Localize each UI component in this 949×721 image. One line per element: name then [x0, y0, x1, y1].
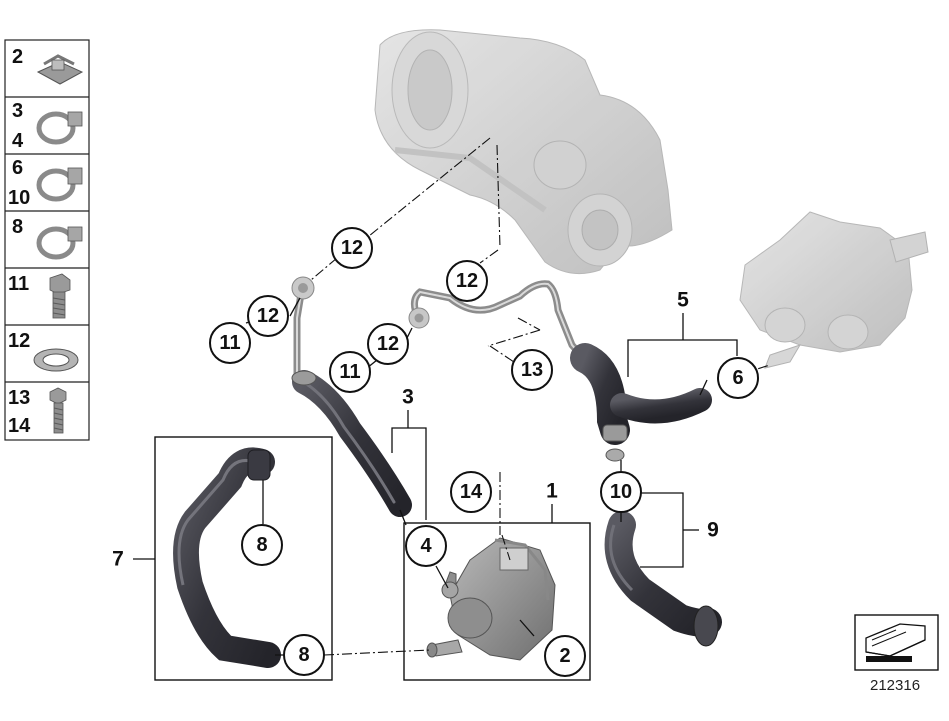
callout-14[interactable]: 14 — [450, 471, 492, 513]
svg-text:11: 11 — [219, 332, 240, 354]
callout-13[interactable]: 13 — [511, 349, 553, 391]
svg-text:8: 8 — [298, 644, 309, 666]
label-1: 1 — [546, 480, 558, 503]
group-box-1 — [403, 522, 591, 681]
legend-number: 10 — [8, 187, 30, 209]
callouts: 12 12 12 12 11 11 13 14 — [209, 227, 759, 677]
svg-text:14: 14 — [460, 481, 483, 503]
legend-row-11: 11 — [8, 273, 71, 319]
callout-4[interactable]: 4 — [405, 525, 447, 567]
svg-text:12: 12 — [257, 305, 279, 327]
hose-clamp-icon — [36, 226, 83, 260]
callout-12[interactable]: 12 — [367, 323, 409, 365]
hex-bolt-icon — [49, 387, 67, 434]
hose-7 — [173, 447, 281, 668]
svg-text:12: 12 — [456, 270, 478, 292]
svg-text:10: 10 — [610, 481, 632, 503]
callout-12[interactable]: 12 — [446, 260, 488, 302]
svg-text:2: 2 — [559, 645, 570, 667]
parts-legend: 2 3 4 6 10 8 — [4, 39, 90, 441]
turbocharger-ghost — [374, 29, 673, 275]
label-7: 7 — [112, 548, 124, 571]
svg-text:12: 12 — [377, 333, 399, 355]
svg-text:11: 11 — [339, 361, 360, 383]
legend-row-3-4: 3 4 — [12, 100, 83, 152]
legend-number: 6 — [12, 157, 23, 179]
legend-number: 3 — [12, 100, 23, 122]
banjo-bolt-icon — [49, 273, 71, 319]
callout-11[interactable]: 11 — [209, 322, 251, 364]
hose-clamp-icon — [36, 111, 83, 145]
group-labels: 5 3 1 9 7 — [112, 289, 719, 571]
hose-9 — [604, 511, 722, 647]
legend-row-6-10: 6 10 — [8, 157, 83, 209]
svg-text:4: 4 — [420, 535, 432, 557]
legend-number: 12 — [8, 330, 30, 352]
callout-12[interactable]: 12 — [331, 227, 373, 269]
water-pump — [426, 537, 556, 661]
callout-11[interactable]: 11 — [329, 351, 371, 393]
legend-row-8: 8 — [12, 216, 83, 260]
label-5: 5 — [677, 289, 689, 312]
legend-number: 2 — [12, 46, 23, 68]
hose-3 — [291, 370, 412, 517]
legend-row-2: 2 — [12, 46, 84, 85]
callout-6[interactable]: 6 — [717, 357, 759, 399]
coolant-pipe-left — [291, 276, 315, 382]
spring-clamp-icon — [36, 167, 83, 202]
sealing-ring-icon — [33, 348, 79, 372]
diagram-reference-number: 212316 — [870, 677, 920, 694]
legend-number: 11 — [8, 273, 29, 295]
hose-clip-icon — [36, 54, 84, 85]
legend-number: 8 — [12, 216, 23, 238]
svg-text:13: 13 — [521, 359, 543, 381]
legend-row-12: 12 — [8, 330, 79, 372]
callout-8[interactable]: 8 — [283, 634, 325, 676]
svg-text:8: 8 — [256, 534, 267, 556]
orientation-arrow-icon — [854, 614, 939, 671]
dashed-leaders — [310, 137, 771, 656]
callout-12[interactable]: 12 — [247, 295, 289, 337]
hose-5 — [570, 343, 712, 462]
legend-number: 4 — [12, 130, 24, 152]
thermostat-housing-ghost — [739, 211, 929, 369]
legend-number: 13 — [8, 387, 30, 409]
legend-row-13-14: 13 14 — [8, 387, 67, 437]
callout-8[interactable]: 8 — [241, 524, 283, 566]
label-3: 3 — [402, 386, 414, 409]
callout-10[interactable]: 10 — [600, 471, 642, 513]
label-9: 9 — [707, 519, 719, 542]
callout-2[interactable]: 2 — [544, 635, 586, 677]
svg-text:6: 6 — [732, 367, 743, 389]
svg-text:12: 12 — [341, 237, 363, 259]
legend-number: 14 — [8, 415, 31, 437]
coolant-pipe-right — [408, 280, 589, 364]
